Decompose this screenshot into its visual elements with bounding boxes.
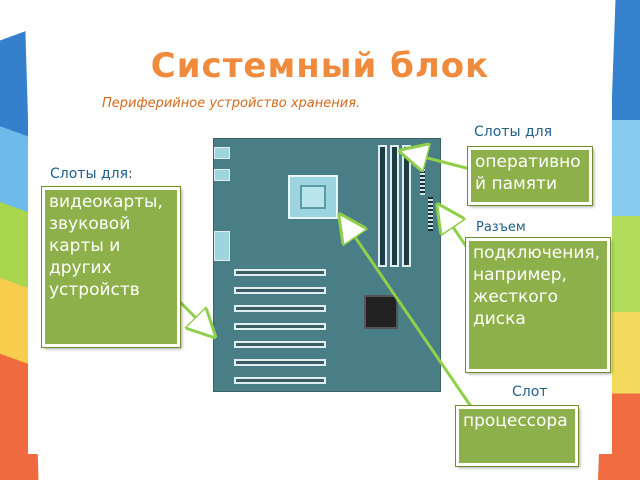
ram-caption: Слоты для [474,124,552,140]
expansion-slot [234,305,326,312]
cards-caption: Слоты для: [50,166,133,182]
expansion-slot [234,359,326,366]
cpu-socket [288,175,338,219]
connector-label-box: подключения, например, жесткого диска [466,238,610,372]
cpu-label-box: процессора [456,406,578,466]
ram-slot [390,145,399,267]
io-port [214,231,230,261]
cards-label-box: видеокарты, звуковой карты и других устр… [42,187,180,347]
ram-label-box: оперативной памяти [468,147,592,205]
expansion-slot [234,323,326,330]
arrow-expansion [178,300,212,334]
connector-pins [420,155,425,195]
expansion-slot [234,377,326,384]
page-subtitle: Периферийное устройство хранения. [102,96,361,111]
page-title: Системный блок [150,46,490,86]
io-port [214,147,230,159]
arrow-connector [440,208,472,253]
chipset [364,295,398,329]
arrow-ram [404,152,475,170]
io-port [214,169,230,181]
arrow-cpu [342,218,474,409]
ram-slot [378,145,387,267]
expansion-slot [234,269,326,276]
expansion-slot [234,341,326,348]
cpu-socket-center [300,185,326,209]
motherboard-image [213,138,441,392]
connector-pins [428,197,433,231]
expansion-slot [234,287,326,294]
